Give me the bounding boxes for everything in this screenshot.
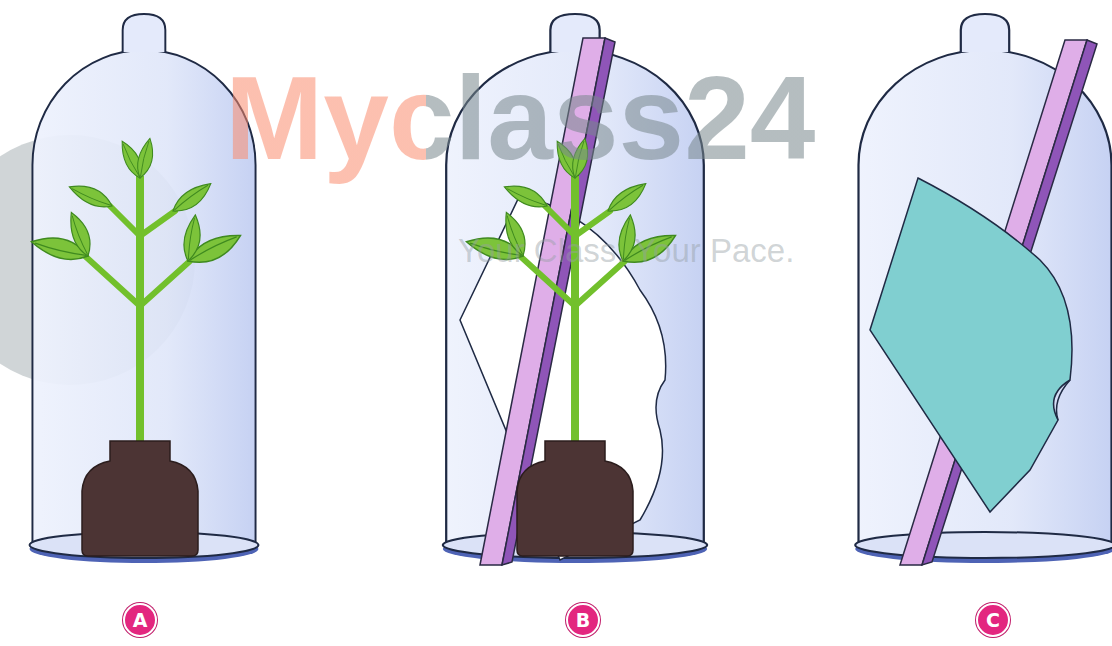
panel-letter: C: [986, 611, 1000, 630]
panel-letter: A: [133, 611, 148, 630]
bell-jar: [30, 14, 259, 563]
wet-paper: [870, 178, 1072, 512]
watermark-text: Myclass24: [225, 50, 815, 186]
watermark-tagline: Your Class. Your Pace.: [458, 232, 794, 270]
paper-fold: [1057, 380, 1071, 420]
label-circle: A: [123, 603, 157, 637]
panel-letter: B: [576, 611, 590, 630]
label-circle: B: [566, 603, 600, 637]
potted-plant: [464, 137, 680, 556]
potted-plant: [29, 137, 245, 556]
label-circle: C: [976, 603, 1010, 637]
